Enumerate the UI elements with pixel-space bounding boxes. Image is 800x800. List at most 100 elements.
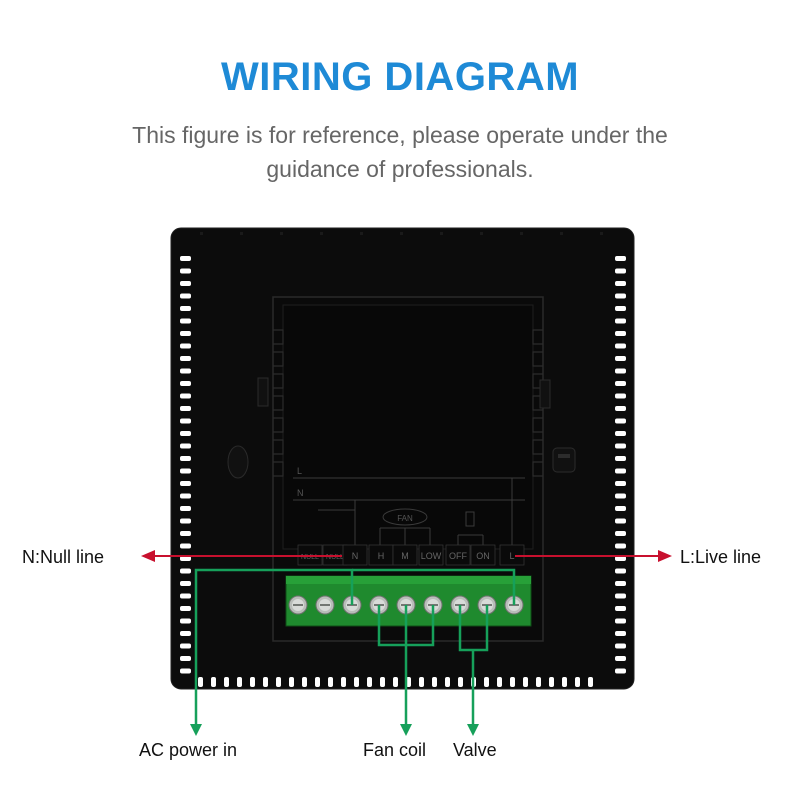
vent-slot: [600, 232, 603, 235]
live-arrow-head: [658, 550, 672, 562]
vent-slot: [615, 493, 626, 499]
board-label-n: N: [297, 488, 304, 498]
printed-circuit-lines: [293, 477, 525, 545]
vent-slot: [211, 677, 216, 687]
vent-slot: [237, 677, 242, 687]
null-arrow-head: [141, 550, 155, 562]
vent-slot: [180, 568, 191, 574]
vent-slot: [615, 481, 626, 486]
vent-slot: [180, 493, 191, 499]
vent-slot: [615, 406, 626, 411]
vent-slot: [615, 381, 626, 386]
terminal-label: L: [509, 551, 514, 561]
vent-slot: [615, 393, 626, 399]
vent-slot: [180, 356, 191, 361]
vent-slot: [289, 677, 294, 687]
vent-slot: [615, 631, 626, 636]
vent-slot: [562, 677, 567, 687]
vent-slot: [615, 606, 626, 611]
vent-slot: [198, 677, 203, 687]
vent-slot: [180, 281, 191, 286]
edge-clip: [532, 329, 543, 345]
terminal-label-box: [470, 544, 496, 566]
valve-label: Valve: [453, 740, 497, 760]
vent-slot: [615, 656, 626, 661]
vent-slot: [180, 393, 191, 399]
vent-slot: [180, 643, 191, 649]
vent-slot: [180, 581, 191, 586]
vent-slot: [575, 677, 580, 687]
edge-clip: [532, 351, 543, 367]
edge-clip: [273, 439, 284, 455]
terminal-block: [285, 575, 532, 627]
subtitle-line-2: guidance of professionals.: [266, 156, 534, 182]
vent-slot: [180, 456, 191, 461]
vent-slot: [320, 232, 323, 235]
vent-slot: [615, 306, 626, 311]
terminal-label: ON: [476, 551, 490, 561]
vent-slot: [560, 232, 563, 235]
top-vent-slots: [200, 232, 603, 235]
edge-clip: [273, 329, 284, 345]
edge-clip: [532, 417, 543, 433]
vent-slot: [615, 368, 626, 374]
edge-clip: [532, 373, 543, 389]
vent-slot: [615, 543, 626, 549]
vent-slot: [615, 443, 626, 449]
green-wires: [194, 568, 516, 727]
vent-slot: [510, 677, 515, 687]
edge-clip: [532, 395, 543, 411]
ac-wire-n: [194, 568, 354, 727]
vent-slot: [180, 268, 191, 274]
vent-slot: [180, 381, 191, 386]
vent-slot: [354, 677, 359, 687]
vent-slot: [367, 677, 372, 687]
vent-slot: [615, 593, 626, 599]
right-vent-slots: [615, 256, 626, 674]
vent-slot: [180, 431, 191, 436]
vent-slot: [180, 443, 191, 449]
vent-slot: [180, 343, 191, 349]
fan-arrow-head: [400, 724, 412, 736]
vent-slot: [536, 677, 541, 687]
vent-slot: [276, 677, 281, 687]
vent-slot: [180, 293, 191, 299]
vent-slot: [180, 506, 191, 511]
vent-slot: [419, 677, 424, 687]
vent-slot: [615, 668, 626, 674]
page-subtitle: This figure is for reference, please ope…: [0, 118, 800, 186]
vent-slot: [315, 677, 320, 687]
vent-slot: [180, 556, 191, 561]
vent-slot: [615, 556, 626, 561]
board-label-fan: FAN: [397, 514, 413, 523]
vent-slot: [180, 468, 191, 474]
edge-clip: [273, 351, 284, 367]
vent-slot: [615, 318, 626, 324]
terminal-label-box: [418, 544, 444, 566]
vent-slot: [615, 531, 626, 536]
vent-slot: [180, 606, 191, 611]
edge-clip: [532, 461, 543, 477]
vent-slot: [615, 506, 626, 511]
vent-slot: [180, 368, 191, 374]
vent-slot: [615, 581, 626, 586]
edge-clip: [273, 373, 284, 389]
terminal-label: H: [378, 551, 385, 561]
left-vent-slots: [180, 256, 191, 674]
page-title: WIRING DIAGRAM: [220, 55, 580, 99]
vent-slot: [523, 677, 528, 687]
vent-slot: [200, 232, 203, 235]
subtitle-line-1: This figure is for reference, please ope…: [132, 122, 668, 148]
terminal-label: OFF: [449, 551, 467, 561]
vent-slot: [549, 677, 554, 687]
ac-arrow-head: [190, 724, 202, 736]
vent-slot: [280, 232, 283, 235]
vent-slot: [588, 677, 593, 687]
terminal-label: NULL: [301, 554, 319, 561]
terminal-label-box: [392, 544, 418, 566]
vent-slot: [615, 468, 626, 474]
vent-slot: [615, 456, 626, 461]
vent-slot: [480, 232, 483, 235]
ac-wire-l: [352, 568, 516, 605]
null-line-label: N:Null line: [22, 547, 104, 567]
